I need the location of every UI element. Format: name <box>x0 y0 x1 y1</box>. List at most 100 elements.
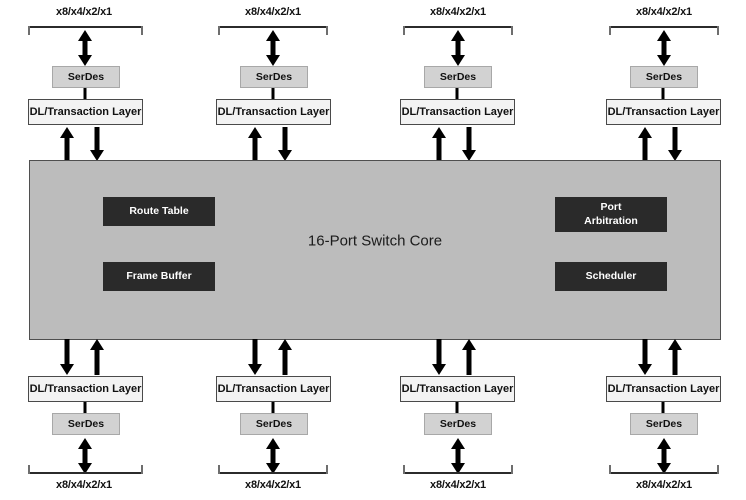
bracket-tick-left <box>609 465 611 474</box>
top-port-2-bracket <box>218 26 328 35</box>
bracket-bar <box>218 472 328 474</box>
top-port-4-link-arrow <box>650 30 678 66</box>
bottom-port-2-uplink-arrow <box>276 339 294 375</box>
arrowhead-up-icon <box>451 30 465 41</box>
arrowhead-up-icon <box>638 127 652 138</box>
arrowhead-down-icon <box>657 55 671 66</box>
arrowhead-down-icon <box>78 55 92 66</box>
top-port-3-link-label: x8/x4/x2/x1 <box>430 6 486 18</box>
arrowhead-up-icon <box>668 339 682 350</box>
bottom-port-7-serdes: SerDes <box>424 413 492 435</box>
switch-core-title: 16-Port Switch Core <box>307 232 443 250</box>
bottom-port-3-uplink-arrow <box>460 339 478 375</box>
arrow-shaft <box>94 349 100 375</box>
arrow-shaft <box>64 339 70 365</box>
top-port-3-uplink-arrow <box>430 127 448 161</box>
arrow-shaft <box>436 137 442 161</box>
bottom-port-1-downlink-arrow <box>58 339 76 375</box>
core-unit-frame-buffer-label: Frame Buffer <box>126 269 192 282</box>
bottom-port-6-link-arrow <box>259 438 287 474</box>
top-port-3-link-arrow <box>444 30 472 66</box>
arrowhead-up-icon <box>78 438 92 449</box>
arrowhead-down-icon <box>432 364 446 375</box>
bottom-port-5-link-label: x8/x4/x2/x1 <box>56 479 112 491</box>
arrowhead-up-icon <box>278 339 292 350</box>
arrowhead-down-icon <box>278 150 292 161</box>
bottom-port-8-bracket <box>609 465 719 474</box>
arrow-shaft <box>455 40 461 56</box>
bottom-port-8-link-label: x8/x4/x2/x1 <box>636 479 692 491</box>
top-port-1-downlink-arrow <box>88 127 106 161</box>
arrowhead-up-icon <box>90 339 104 350</box>
arrow-shaft <box>455 448 461 464</box>
bottom-port-8-serdes-stub <box>661 402 665 413</box>
top-port-1-serdes-stub <box>83 88 87 100</box>
core-unit-route-table: Route Table <box>103 197 215 226</box>
bottom-port-5-bracket <box>28 465 143 474</box>
bracket-tick-left <box>609 26 611 35</box>
bracket-bar <box>609 26 719 28</box>
bottom-port-7-serdes-stub <box>455 402 459 413</box>
bottom-port-7-link-label: x8/x4/x2/x1 <box>430 479 486 491</box>
arrowhead-down-icon <box>657 463 671 474</box>
arrow-shaft <box>252 137 258 161</box>
top-port-2-dl-layer: DL/Transaction Layer <box>216 99 331 125</box>
arrowhead-down-icon <box>451 463 465 474</box>
core-unit-port-arbitration-label-line1: Port <box>600 201 622 214</box>
arrow-shaft <box>672 349 678 375</box>
arrow-shaft <box>661 40 667 56</box>
bottom-port-6-bracket <box>218 465 328 474</box>
bracket-bar <box>28 26 143 28</box>
arrow-shaft <box>82 40 88 56</box>
top-port-2-link-arrow <box>259 30 287 66</box>
top-port-2-uplink-arrow <box>246 127 264 161</box>
arrowhead-up-icon <box>266 30 280 41</box>
top-port-2-link-label: x8/x4/x2/x1 <box>245 6 301 18</box>
arrow-shaft <box>642 137 648 161</box>
top-port-1-serdes: SerDes <box>52 66 120 88</box>
arrowhead-down-icon <box>248 364 262 375</box>
top-port-1-uplink-arrow <box>58 127 76 161</box>
arrowhead-up-icon <box>248 127 262 138</box>
bracket-tick-left <box>28 465 30 474</box>
bottom-port-7-dl-layer: DL/Transaction Layer <box>400 376 515 402</box>
bracket-bar <box>609 472 719 474</box>
bottom-port-6-link-label: x8/x4/x2/x1 <box>245 479 301 491</box>
arrowhead-down-icon <box>462 150 476 161</box>
bracket-tick-right <box>511 26 513 35</box>
arrowhead-up-icon <box>657 438 671 449</box>
arrowhead-down-icon <box>90 150 104 161</box>
arrow-shaft <box>64 137 70 161</box>
top-port-4-link-label: x8/x4/x2/x1 <box>636 6 692 18</box>
top-port-2-downlink-arrow <box>276 127 294 161</box>
bottom-port-8-link-arrow <box>650 438 678 474</box>
arrow-shaft <box>282 127 288 151</box>
arrow-shaft <box>252 339 258 365</box>
bracket-tick-right <box>326 26 328 35</box>
arrow-shaft <box>270 448 276 464</box>
bracket-tick-right <box>717 26 719 35</box>
bracket-tick-left <box>218 465 220 474</box>
bottom-port-6-serdes-stub <box>271 402 275 413</box>
bottom-port-7-bracket <box>403 465 513 474</box>
core-unit-port-arbitration-label-line2: Arbitration <box>584 214 638 227</box>
bracket-tick-left <box>403 26 405 35</box>
bracket-tick-left <box>218 26 220 35</box>
arrow-shaft <box>672 127 678 151</box>
top-port-4-bracket <box>609 26 719 35</box>
arrowhead-down-icon <box>266 55 280 66</box>
arrowhead-up-icon <box>451 438 465 449</box>
top-port-4-downlink-arrow <box>666 127 684 161</box>
bracket-tick-left <box>28 26 30 35</box>
switch-core: 16-Port Switch Core Route Table Frame Bu… <box>29 160 721 340</box>
bottom-port-1-uplink-arrow <box>88 339 106 375</box>
bottom-port-5-link-arrow <box>71 438 99 474</box>
arrowhead-down-icon <box>266 463 280 474</box>
core-unit-scheduler: Scheduler <box>555 262 667 291</box>
arrow-shaft <box>661 448 667 464</box>
bottom-port-6-dl-layer: DL/Transaction Layer <box>216 376 331 402</box>
bottom-port-4-uplink-arrow <box>666 339 684 375</box>
top-port-4-serdes: SerDes <box>630 66 698 88</box>
arrow-shaft <box>282 349 288 375</box>
